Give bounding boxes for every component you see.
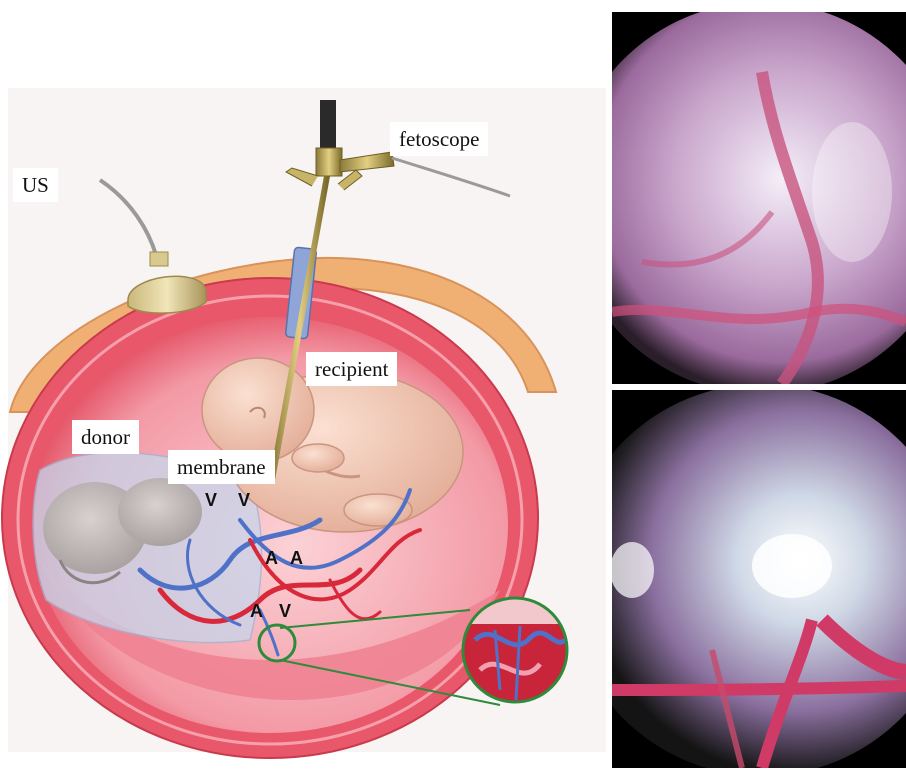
vessel-mark-vein: V [205,490,217,511]
label-membrane: membrane [168,450,275,484]
vessel-mark-artery: A [250,601,263,622]
fetoscopic-image-bottom [612,390,906,768]
vessel-mark-artery: A [290,548,303,569]
fetoscopic-image-top [612,12,906,384]
vessel-mark-artery: A [265,548,278,569]
fetoscopy-illustration [0,0,610,771]
label-us: US [13,168,58,202]
label-donor: donor [72,420,139,454]
label-fetoscope: fetoscope [390,122,488,156]
label-recipient: recipient [306,352,397,386]
vessel-mark-vein: V [279,601,291,622]
vessel-mark-vein: V [238,490,250,511]
